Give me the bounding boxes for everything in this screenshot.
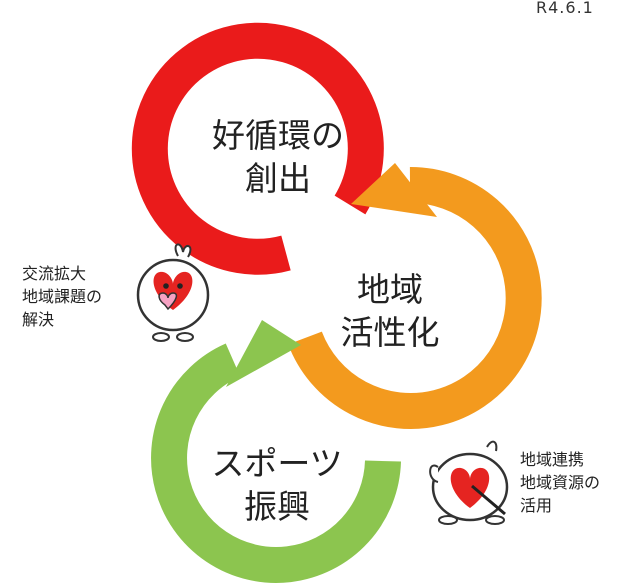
green-arrowhead: [226, 320, 301, 387]
right-side-note-line-1: 地域連携: [520, 450, 585, 469]
right-side-note-line-3: 活用: [520, 496, 553, 515]
left-side-note-line-1: 交流拡大: [22, 264, 87, 283]
orange-cycle-label-line-2: 活性化: [340, 313, 440, 352]
mascot-heart-character-pointing-icon: [429, 440, 509, 525]
left-side-note: 交流拡大 地域課題の 解決: [22, 262, 102, 331]
orange-cycle-arc: [288, 166, 542, 429]
orange-cycle-label-line-1: 地域: [357, 270, 423, 309]
red-cycle-label-line-1: 好循環の: [212, 116, 344, 155]
mascot-heart-character-icon: [136, 243, 210, 342]
corner-label: R4.6.1: [536, 0, 594, 17]
green-cycle-label: スポーツ 振興: [205, 442, 349, 528]
right-side-note-line-2: 地域資源の: [520, 473, 601, 492]
right-side-note: 地域連携 地域資源の 活用: [520, 448, 600, 517]
red-cycle-arc: [131, 22, 384, 275]
orange-arrowhead: [351, 163, 437, 217]
green-cycle-label-line-1: スポーツ: [211, 444, 343, 483]
green-cycle-arc: [151, 343, 401, 583]
red-cycle-label-line-2: 創出: [245, 159, 311, 198]
orange-cycle-label: 地域 活性化: [330, 268, 450, 354]
red-cycle-label: 好循環の 創出: [210, 114, 346, 200]
left-side-note-line-3: 解決: [22, 310, 55, 329]
left-side-note-line-2: 地域課題の: [22, 287, 103, 306]
green-cycle-label-line-2: 振興: [244, 487, 310, 526]
